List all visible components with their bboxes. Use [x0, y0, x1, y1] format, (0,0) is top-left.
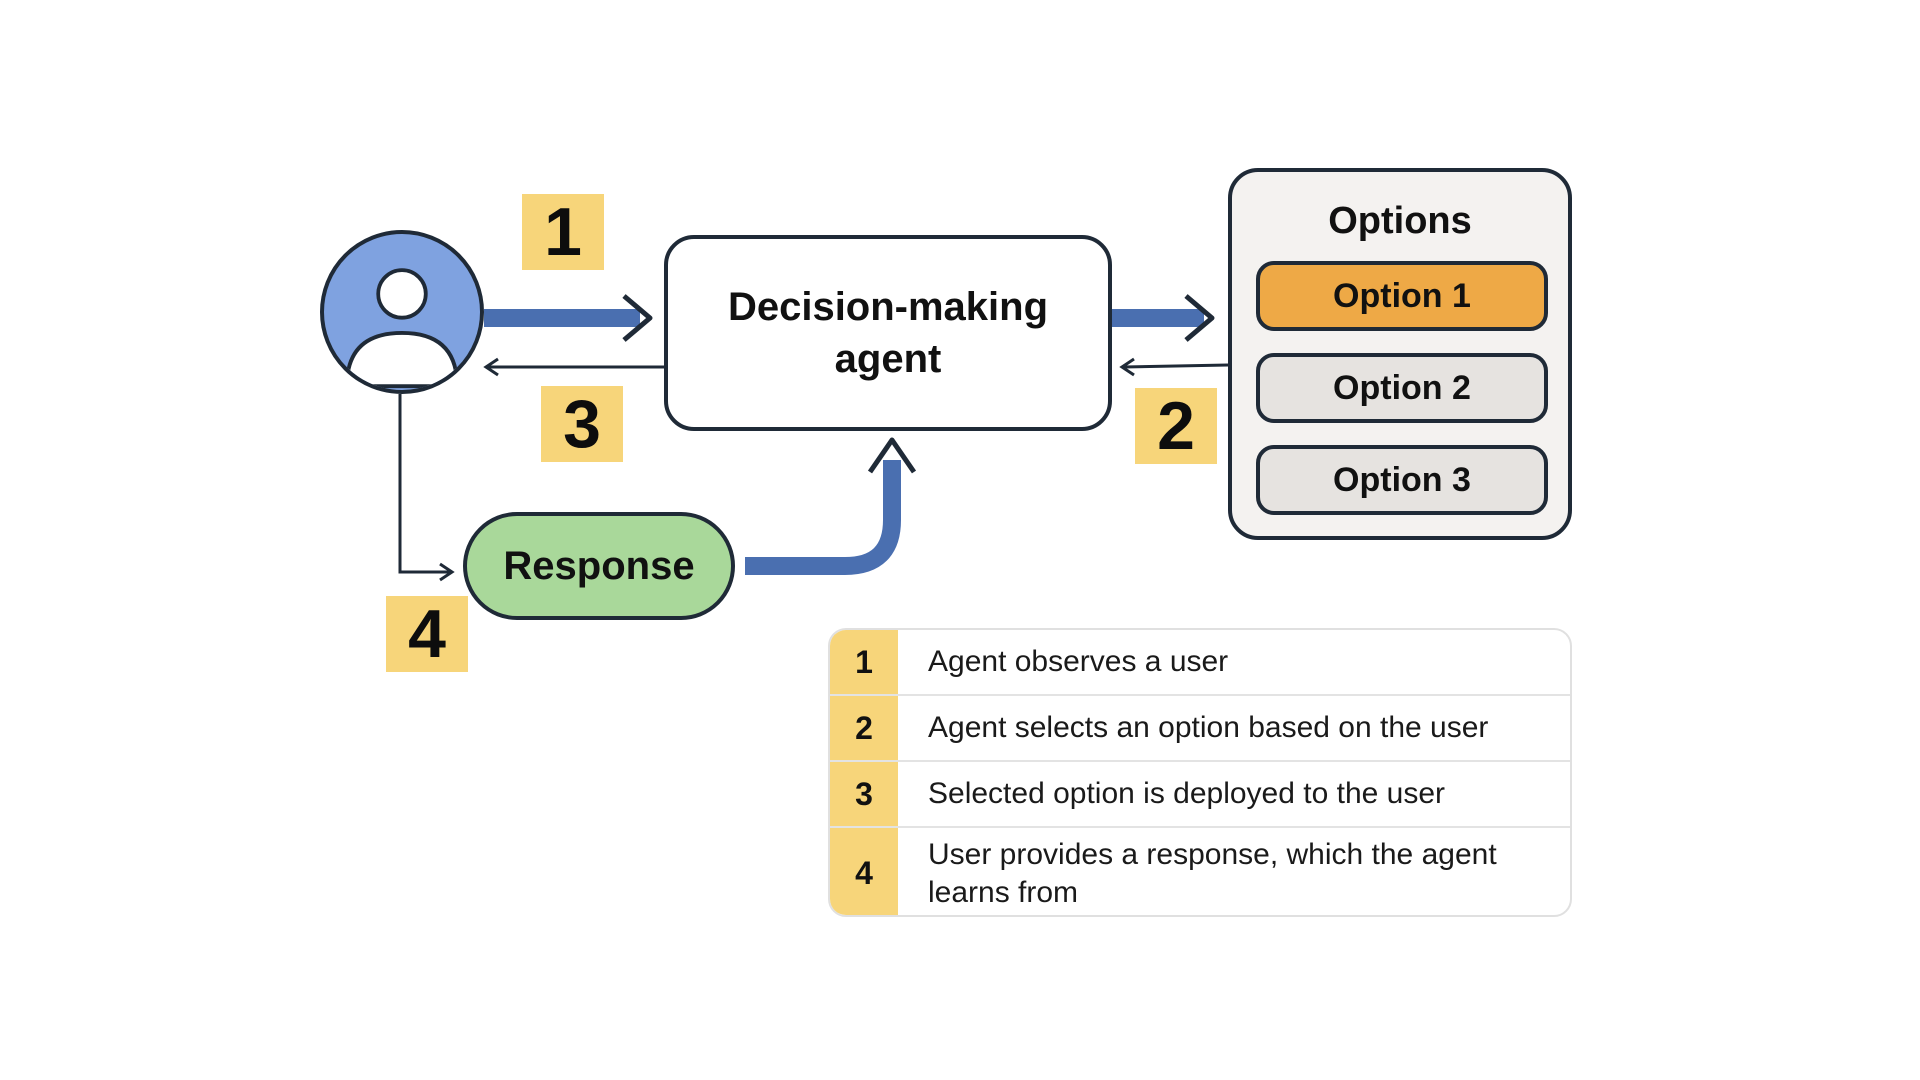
step-badge-2: 2	[1135, 388, 1217, 464]
legend-number: 1	[830, 630, 898, 694]
legend-number: 3	[830, 762, 898, 826]
step-legend-table: 1 Agent observes a user 2 Agent selects …	[828, 628, 1572, 917]
options-panel: Options Option 1 Option 2 Option 3	[1228, 168, 1572, 540]
option-2: Option 2	[1256, 353, 1548, 423]
legend-text: Agent observes a user	[928, 645, 1229, 679]
options-title: Options	[1328, 200, 1472, 242]
legend-text: User provides a response, which the agen…	[928, 838, 1497, 909]
legend-text: Selected option is deployed to the user	[928, 777, 1446, 811]
legend-row: 3 Selected option is deployed to the use…	[830, 762, 1570, 828]
arrow-learn	[745, 437, 917, 575]
user-avatar	[320, 230, 484, 394]
legend-row: 1 Agent observes a user	[830, 630, 1570, 696]
legend-number: 2	[830, 696, 898, 760]
option-1: Option 1	[1256, 261, 1548, 331]
arrow-select	[1112, 294, 1215, 342]
step-badge-3: 3	[541, 386, 623, 462]
legend-row: 4 User provides a response, which the ag…	[830, 828, 1570, 915]
arrow-option-return	[1119, 357, 1229, 377]
response-node: Response	[463, 512, 735, 620]
user-icon	[344, 268, 460, 389]
arrow-deploy	[483, 357, 664, 377]
step-badge-4: 4	[386, 596, 468, 672]
option-3: Option 3	[1256, 445, 1548, 515]
agent-label: Decision-making agent	[727, 285, 1049, 381]
arrow-observe	[484, 294, 653, 342]
decision-agent-box: Decision-making agent	[664, 235, 1112, 431]
legend-row: 2 Agent selects an option based on the u…	[830, 696, 1570, 762]
legend-number: 4	[830, 828, 898, 915]
step-badge-1: 1	[522, 194, 604, 270]
legend-text: Agent selects an option based on the use…	[928, 711, 1489, 745]
arrow-response	[398, 394, 455, 582]
